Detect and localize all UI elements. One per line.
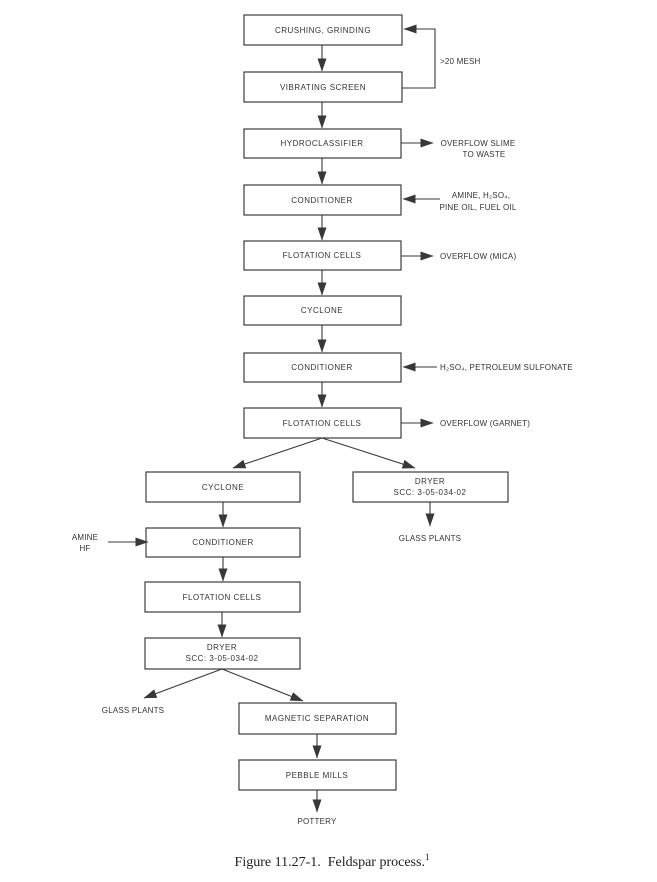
conditioner1-reagents-label: AMINE, H₂SO₄, bbox=[452, 191, 510, 200]
node-label: DRYER bbox=[415, 477, 445, 486]
node-label: CONDITIONER bbox=[291, 196, 353, 205]
branch-arrow bbox=[232, 437, 323, 469]
node-label: DRYER bbox=[207, 643, 237, 652]
node-box bbox=[238, 702, 397, 735]
node-box bbox=[243, 14, 403, 46]
node-box bbox=[144, 581, 301, 613]
node-flotation-cells-3: FLOTATION CELLS bbox=[144, 581, 301, 613]
node-label: MAGNETIC SEPARATION bbox=[265, 714, 369, 723]
node-label: CYCLONE bbox=[202, 483, 244, 492]
flow-connectors bbox=[108, 24, 440, 813]
conditioner1-reagents-label: PINE OIL, FUEL OIL bbox=[439, 203, 516, 212]
node-conditioner-1: CONDITIONER bbox=[243, 184, 402, 216]
branch-arrow bbox=[143, 668, 223, 699]
node-conditioner-2: CONDITIONER bbox=[243, 352, 402, 383]
node-dryer-right: DRYER SCC: 3-05-034-02 bbox=[352, 471, 509, 503]
node-cyclone-1: CYCLONE bbox=[243, 295, 402, 326]
node-flotation-cells-2: FLOTATION CELLS bbox=[243, 407, 402, 439]
node-crushing-grinding: CRUSHING, GRINDING bbox=[243, 14, 403, 46]
overflow-mica-label: OVERFLOW (MICA) bbox=[440, 252, 516, 261]
node-scc-code: SCC: 3-05-034-02 bbox=[394, 488, 467, 497]
recycle-mesh-label: >20 MESH bbox=[440, 57, 481, 66]
node-vibrating-screen: VIBRATING SCREEN bbox=[243, 71, 403, 103]
node-box bbox=[243, 295, 402, 326]
conditioner2-reagents-label: H₂SO₄, PETROLEUM SULFONATE bbox=[440, 363, 573, 372]
node-label: HYDROCLASSIFIER bbox=[280, 139, 363, 148]
node-box bbox=[243, 184, 402, 216]
branch-arrow bbox=[221, 668, 304, 702]
amine-label: AMINE bbox=[72, 533, 98, 542]
figure-caption-superscript: 1 bbox=[425, 852, 430, 862]
node-box bbox=[243, 407, 402, 439]
node-dryer-left: DRYER SCC: 3-05-034-02 bbox=[144, 637, 301, 670]
glass-plants-label: GLASS PLANTS bbox=[399, 534, 461, 543]
node-box bbox=[243, 71, 403, 103]
node-hydroclassifier: HYDROCLASSIFIER bbox=[243, 128, 402, 159]
node-pebble-mills: PEBBLE MILLS bbox=[238, 759, 397, 791]
node-scc-code: SCC: 3-05-034-02 bbox=[186, 654, 259, 663]
node-box bbox=[145, 527, 301, 558]
node-label: CONDITIONER bbox=[291, 363, 353, 372]
node-label: FLOTATION CELLS bbox=[283, 419, 362, 428]
stream-labels: >20 MESH OVERFLOW SLIME TO WASTE AMINE, … bbox=[72, 57, 573, 826]
node-label: CYCLONE bbox=[301, 306, 343, 315]
figure-caption-text: Figure 11.27-1. Feldspar process. bbox=[235, 855, 425, 870]
figure-caption: Figure 11.27-1. Feldspar process.1 bbox=[235, 852, 430, 870]
node-label: PEBBLE MILLS bbox=[286, 771, 348, 780]
pottery-label: POTTERY bbox=[297, 817, 337, 826]
glass-plants-label: GLASS PLANTS bbox=[102, 706, 164, 715]
overflow-slime-label: OVERFLOW SLIME bbox=[441, 139, 516, 148]
node-label: CONDITIONER bbox=[192, 538, 254, 547]
node-label: FLOTATION CELLS bbox=[283, 251, 362, 260]
node-magnetic-separation: MAGNETIC SEPARATION bbox=[238, 702, 397, 735]
overflow-garnet-label: OVERFLOW (GARNET) bbox=[440, 419, 530, 428]
node-flotation-cells-1: FLOTATION CELLS bbox=[243, 240, 402, 271]
overflow-slime-label: TO WASTE bbox=[463, 150, 506, 159]
node-box bbox=[352, 471, 509, 503]
node-label: VIBRATING SCREEN bbox=[280, 83, 366, 92]
node-label: FLOTATION CELLS bbox=[183, 593, 262, 602]
recycle-loop-arrow bbox=[402, 24, 436, 89]
node-label: CRUSHING, GRINDING bbox=[275, 26, 371, 35]
node-conditioner-3: CONDITIONER bbox=[145, 527, 301, 558]
hf-label: HF bbox=[79, 544, 90, 553]
branch-arrow bbox=[321, 437, 416, 469]
node-cyclone-2: CYCLONE bbox=[145, 471, 301, 503]
